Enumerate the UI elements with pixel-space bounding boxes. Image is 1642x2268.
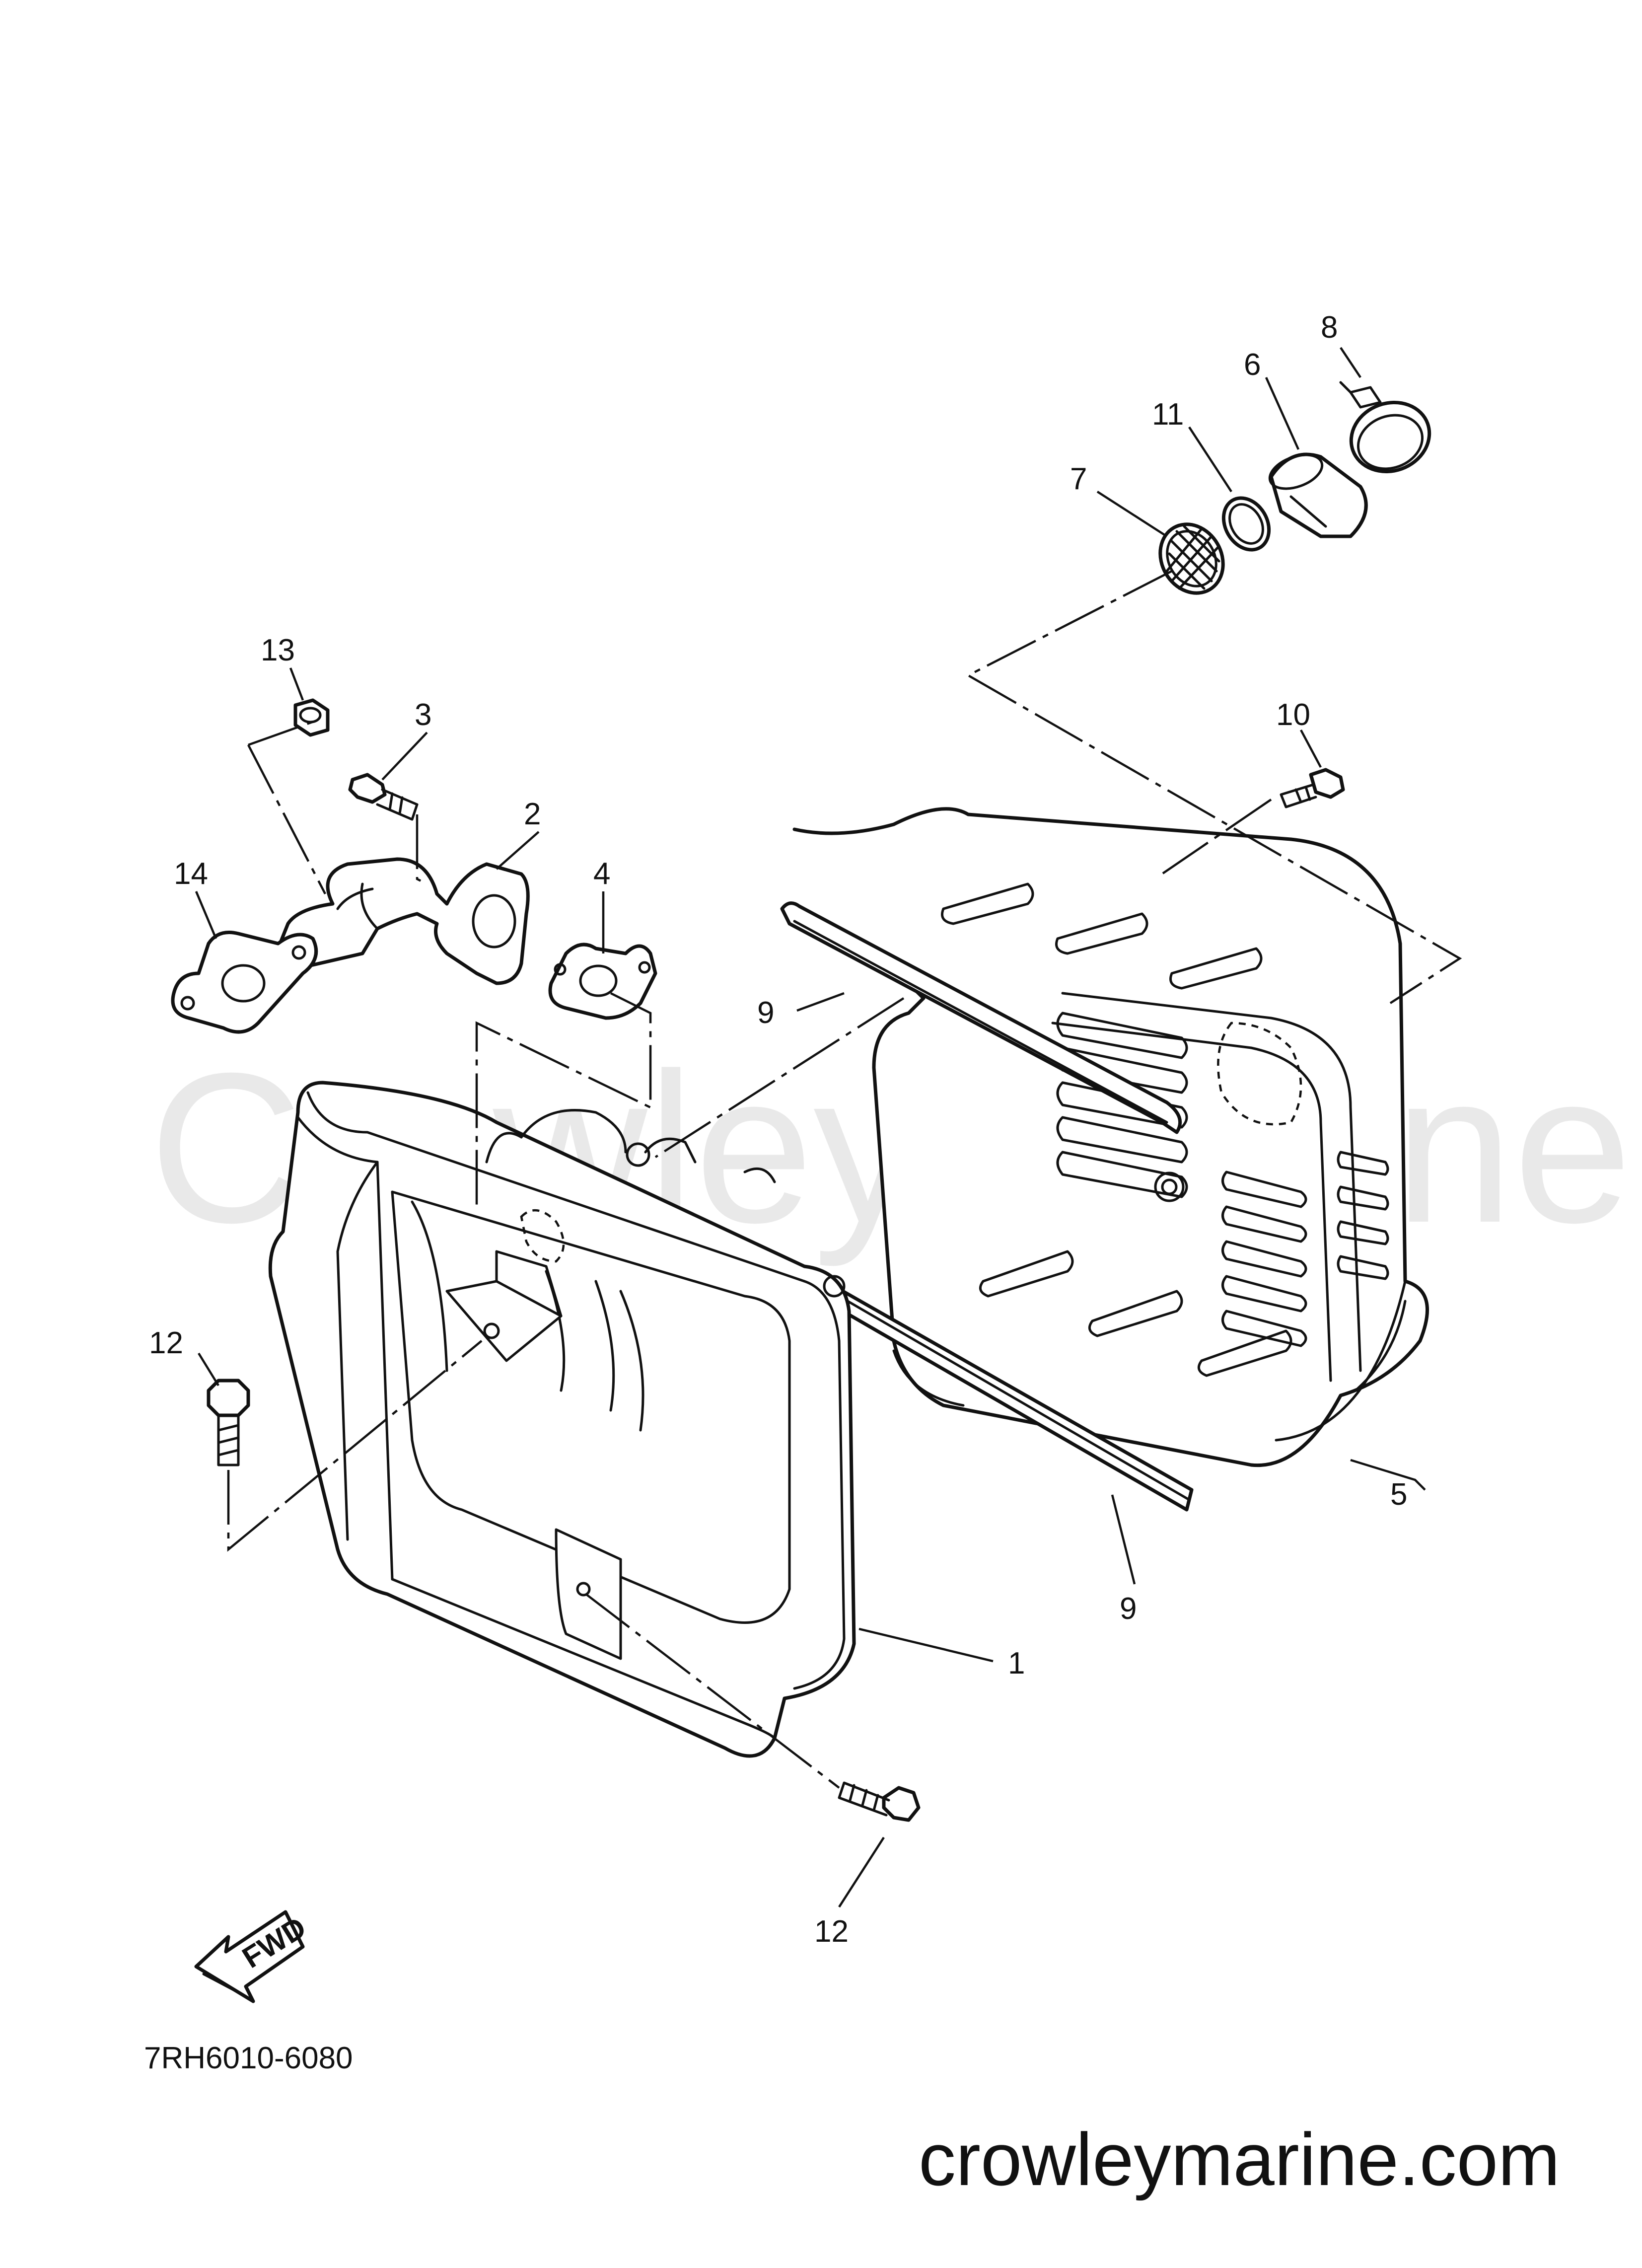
cover-top-slots	[941, 882, 1263, 990]
cover-louvre-slots	[1056, 1012, 1389, 1347]
website-text: crowleymarine.com	[919, 2118, 1560, 2201]
callout-2: 2	[524, 797, 541, 831]
part-5-muffler-cover[interactable]	[792, 807, 1429, 1467]
callout-7: 7	[1070, 462, 1087, 496]
callout-leaders	[195, 347, 1426, 1908]
callout-10: 10	[1276, 698, 1310, 732]
part-11-ring[interactable]	[1214, 490, 1278, 558]
part-1-muffler-body[interactable]	[268, 1081, 856, 1758]
callout-numbers: 8 6 11 7 10 13 3 2 14 4 9 5 1 9 12 12	[149, 310, 1407, 1949]
callout-4: 4	[593, 857, 610, 891]
assembly-lines	[227, 570, 1462, 1789]
callout-5: 5	[1390, 1477, 1407, 1512]
callout-9-upper: 9	[757, 996, 774, 1030]
callout-11: 11	[1152, 397, 1184, 432]
part-2-exhaust-pipe[interactable]	[276, 857, 530, 985]
diagram-code: 7RH6010-6080	[144, 2041, 353, 2075]
callout-8: 8	[1321, 310, 1338, 345]
part-4-gasket[interactable]	[548, 943, 657, 1020]
callout-13: 13	[261, 633, 295, 667]
part-12-bolt-upper[interactable]	[207, 1379, 250, 1466]
callout-12-lower: 12	[814, 1914, 849, 1949]
part-13-nut[interactable]	[293, 698, 330, 737]
part-7-spark-arrester-screen[interactable]	[1148, 513, 1235, 605]
callout-9-lower: 9	[1120, 1592, 1137, 1626]
callout-3: 3	[415, 698, 431, 732]
part-12-bolt-lower[interactable]	[838, 1781, 921, 1822]
callout-1: 1	[1008, 1646, 1025, 1681]
part-9-upper-strip[interactable]	[780, 901, 1182, 1134]
callout-14: 14	[174, 857, 208, 891]
part-6-sleeve[interactable]	[1265, 448, 1368, 538]
fwd-arrow: FWD	[194, 1910, 312, 2003]
callout-6: 6	[1244, 348, 1261, 382]
part-10-bolt[interactable]	[1280, 768, 1345, 808]
part-8-clamp[interactable]	[1339, 381, 1439, 482]
part-14-gasket[interactable]	[171, 931, 318, 1034]
callout-12-upper: 12	[149, 1326, 183, 1360]
part-3-bolt[interactable]	[348, 773, 419, 821]
